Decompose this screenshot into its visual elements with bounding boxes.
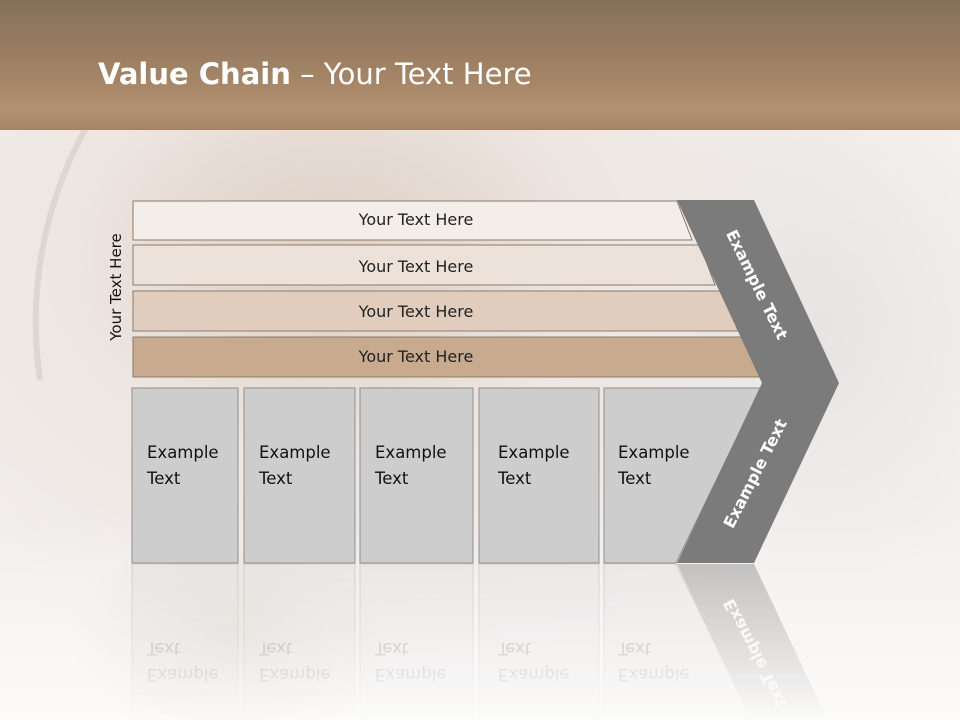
box-1-line2: Text: [146, 469, 181, 488]
slide-title-bold: Value Chain: [98, 57, 291, 91]
box-2-line2: Text: [258, 469, 293, 488]
box-3: [359, 387, 474, 564]
reflection-box-2-line2: Text: [258, 639, 293, 658]
reflection-chevron: [677, 564, 828, 720]
box-1: [131, 387, 239, 564]
bar-2-label: Your Text Here: [358, 257, 474, 276]
reflection-box-4-line2: Text: [497, 639, 532, 658]
bar-1: [132, 200, 693, 241]
reflection-box-2: [243, 563, 356, 720]
reflection-box-1: [131, 563, 239, 720]
bar-1-label: Your Text Here: [358, 210, 474, 229]
box-4: [478, 387, 600, 564]
box-5: [603, 387, 762, 564]
reflection-box-1-line2: Text: [146, 639, 181, 658]
box-2: [243, 387, 356, 564]
box-3-line1: Example: [375, 443, 447, 462]
box-5-line1: Example: [618, 443, 690, 462]
box-4-line1: Example: [498, 443, 570, 462]
reflection-box-4-line1: Example: [498, 665, 570, 684]
title-band: [0, 0, 960, 130]
bar-4-label: Your Text Here: [358, 347, 474, 366]
slide-title: Value Chain – Your Text Here: [98, 54, 532, 98]
bar-2: [132, 244, 716, 286]
box-2-line1: Example: [259, 443, 331, 462]
box-1-line1: Example: [147, 443, 219, 462]
reflection-box-3-line2: Text: [374, 639, 409, 658]
chevron-arrow: [677, 200, 839, 563]
box-3-line2: Text: [374, 469, 409, 488]
reflection: Example Text Example Text Example Text E…: [131, 563, 828, 720]
reflection-box-3: [359, 563, 474, 720]
box-4-line2: Text: [497, 469, 532, 488]
box-5-line2: Text: [617, 469, 652, 488]
reflection-box-5: [603, 563, 753, 720]
slide-title-rest: – Your Text Here: [290, 57, 532, 91]
reflection-box-5-line1: Example: [618, 665, 690, 684]
reflection-box-2-line1: Example: [259, 665, 331, 684]
reflection-box-5-line2: Text: [617, 639, 652, 658]
reflection-box-3-line1: Example: [375, 665, 447, 684]
bar-3-label: Your Text Here: [358, 302, 474, 321]
reflection-box-4: [478, 563, 600, 720]
reflection-box-1-line1: Example: [147, 665, 219, 684]
